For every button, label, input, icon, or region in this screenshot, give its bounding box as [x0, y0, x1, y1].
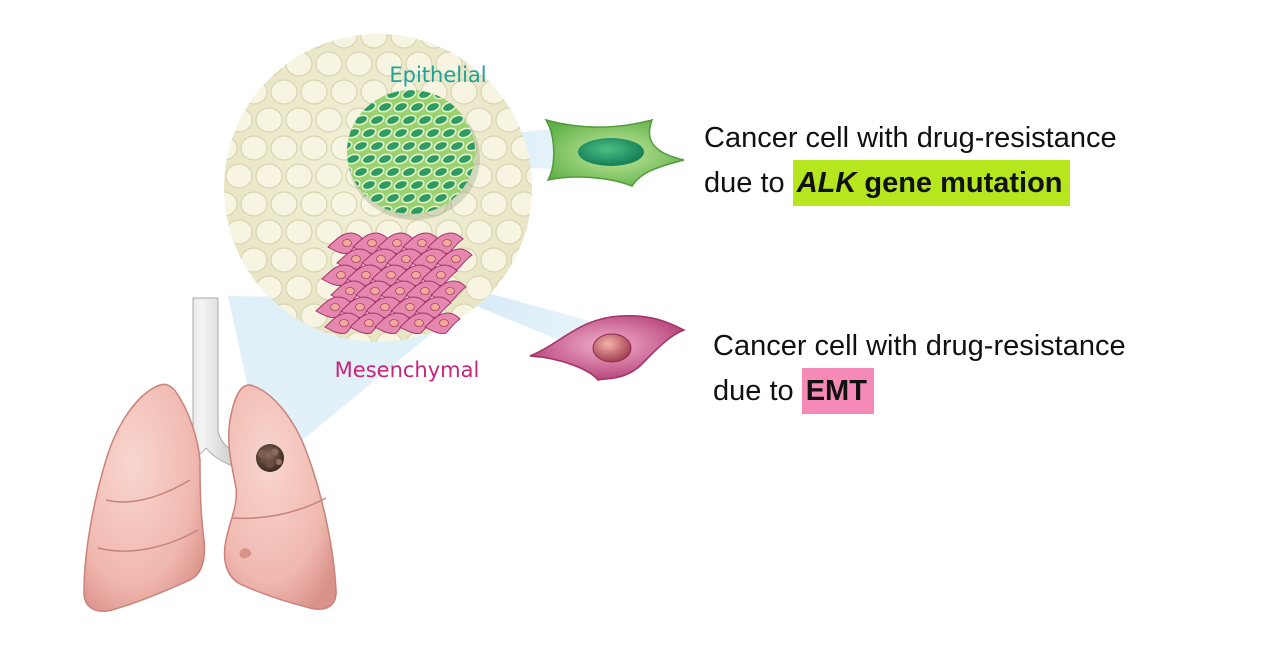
mesenchymal-cell-icon: [529, 314, 686, 381]
tumor-mass-icon: [256, 444, 284, 472]
alk-caption-prefix: due to: [704, 167, 793, 199]
alk-caption-line2: due to ALK gene mutation: [704, 160, 1117, 206]
alk-highlight-rest: gene mutation: [856, 167, 1063, 199]
epithelial-label: Epithelial: [389, 63, 486, 87]
epithelial-cell-icon: [544, 118, 685, 187]
alk-caption: Cancer cell with drug-resistance due to …: [704, 116, 1117, 206]
emt-caption-line1: Cancer cell with drug-resistance: [713, 330, 1126, 362]
alk-highlight: ALK gene mutation: [792, 160, 1070, 206]
alk-caption-line1: Cancer cell with drug-resistance: [704, 122, 1117, 154]
mesenchymal-label: Mesenchymal: [335, 358, 480, 382]
emt-caption-prefix: due to: [713, 375, 802, 407]
emt-caption-line2: due to EMT: [713, 368, 1126, 414]
alk-gene-name: ALK: [796, 167, 857, 199]
emt-highlight: EMT: [801, 368, 874, 414]
mesenchymal-cell-grid: [315, 232, 473, 334]
emt-caption: Cancer cell with drug-resistance due to …: [713, 324, 1126, 414]
lungs-illustration: [83, 297, 337, 612]
